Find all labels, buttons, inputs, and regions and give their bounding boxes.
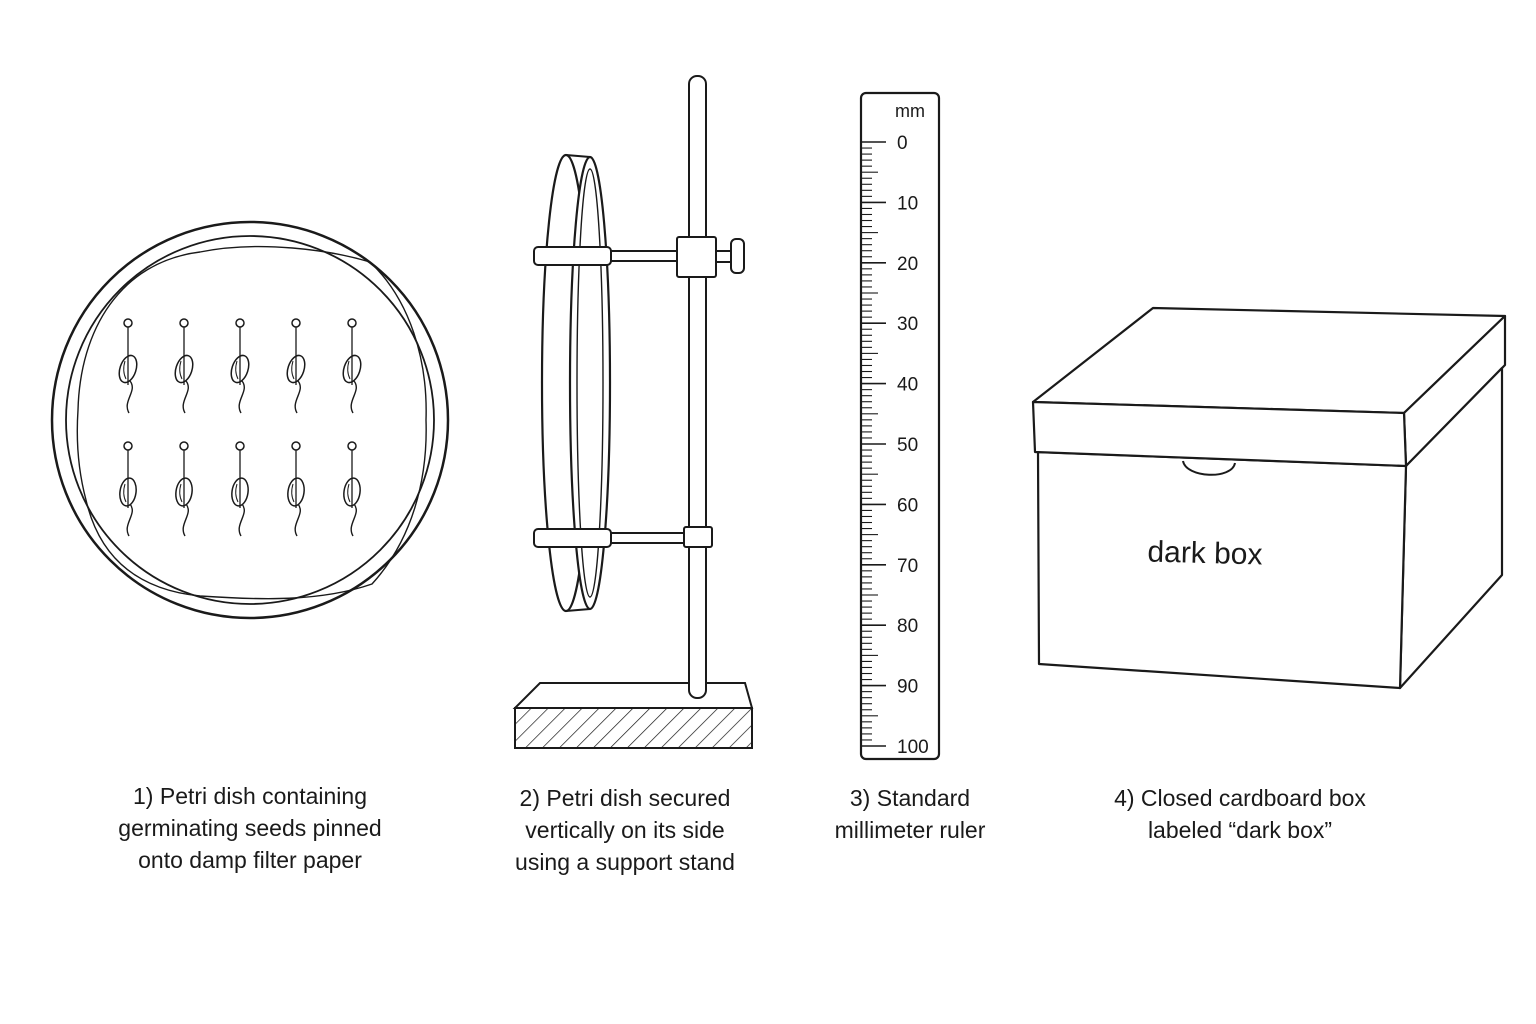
petri-dish-top-view xyxy=(50,220,450,620)
millimeter-ruler: mm 0 10 20 30 40 50 60 70 80 90 100 xyxy=(859,91,941,761)
germinating-seed xyxy=(342,318,362,414)
ruler-tick-label: 60 xyxy=(897,495,918,516)
seed-coat-line xyxy=(179,360,183,380)
ruler-tick-label: 10 xyxy=(897,193,918,214)
ruler-tick-label: 70 xyxy=(897,556,918,577)
petri-dish-inner-rim xyxy=(65,235,435,605)
seed-radicle xyxy=(238,503,245,537)
pin-head xyxy=(235,441,245,451)
caption-line: labeled “dark box” xyxy=(1147,817,1333,843)
pin-head xyxy=(179,318,189,328)
seed-coat-line xyxy=(347,483,351,503)
seed-radicle xyxy=(182,503,189,537)
seed-radicle xyxy=(238,380,245,414)
ruler-body xyxy=(859,91,941,761)
pin-head xyxy=(291,441,301,451)
ruler-tick-label: 50 xyxy=(897,435,918,456)
germinating-seed xyxy=(118,318,138,414)
caption-dark-box: 4) Closed cardboard box labeled “dark bo… xyxy=(1060,782,1420,846)
ruler-tick-label: 0 xyxy=(897,133,908,154)
lower-clamp xyxy=(533,526,713,548)
germinating-seed xyxy=(119,441,137,537)
seed-coat-line xyxy=(347,360,351,380)
pin-head xyxy=(123,441,133,451)
upper-clamp xyxy=(533,236,745,278)
seed-radicle xyxy=(294,503,301,537)
box-label-text: dark box xyxy=(1147,535,1263,571)
germinating-seed xyxy=(175,441,193,537)
pin-head xyxy=(123,318,133,328)
caption-line: onto damp filter paper xyxy=(138,847,362,873)
support-stand-assembly xyxy=(512,75,754,749)
seed-coat-line xyxy=(179,483,183,503)
caption-line: 2) Petri dish secured xyxy=(519,785,731,811)
seed-radicle xyxy=(294,380,301,414)
caption-petri-dish-seeds: 1) Petri dish containing germinating see… xyxy=(70,780,430,876)
germinating-seed xyxy=(174,318,194,414)
pin-head xyxy=(347,441,357,451)
caption-line: vertically on its side xyxy=(525,817,725,843)
seed-radicle xyxy=(126,503,133,537)
germinating-seed xyxy=(231,441,249,537)
stand-base xyxy=(512,682,754,749)
ruler-tick-labels: 0 10 20 30 40 50 60 70 80 90 100 xyxy=(897,133,929,758)
seed-coat-line xyxy=(291,360,295,380)
box-lid-front xyxy=(1031,400,1408,468)
caption-petri-dish-stand: 2) Petri dish secured vertically on its … xyxy=(445,782,805,878)
seed-radicle xyxy=(350,380,357,414)
seed-radicle xyxy=(350,503,357,537)
seed-radicle xyxy=(126,380,133,414)
seed-coat-line xyxy=(235,360,239,380)
germinating-seed xyxy=(343,441,361,537)
germinating-seed xyxy=(287,441,305,537)
ruler-tick-label: 80 xyxy=(897,616,918,637)
cardboard-box: dark box xyxy=(1031,306,1507,690)
pin-head xyxy=(347,318,357,328)
caption-ruler: 3) Standard millimeter ruler xyxy=(760,782,1060,846)
box-lid-notch xyxy=(1182,460,1236,476)
ruler-tick-label: 40 xyxy=(897,375,918,396)
caption-line: 4) Closed cardboard box xyxy=(1114,785,1366,811)
seed-coat-line xyxy=(123,360,127,380)
ruler-tick-label: 30 xyxy=(897,314,918,335)
ruler-unit-label: mm xyxy=(895,101,925,121)
seed-radicle xyxy=(182,380,189,414)
caption-line: germinating seeds pinned xyxy=(118,815,382,841)
seed-coat-line xyxy=(123,483,127,503)
seed-grid xyxy=(118,318,362,537)
caption-line: using a support stand xyxy=(515,849,735,875)
ruler-tick-label: 100 xyxy=(897,737,929,758)
caption-line: 1) Petri dish containing xyxy=(133,783,367,809)
seed-coat-line xyxy=(291,483,295,503)
pin-head xyxy=(235,318,245,328)
caption-line: 3) Standard xyxy=(849,785,971,811)
ruler-tick-label: 20 xyxy=(897,254,918,275)
ruler-tick-marks xyxy=(862,141,886,747)
pin-head xyxy=(291,318,301,328)
stand-rod xyxy=(688,75,707,699)
filter-paper xyxy=(76,245,427,600)
seed-coat-line xyxy=(235,483,239,503)
petri-dish-side-view xyxy=(540,153,612,613)
petri-dish-outer-rim xyxy=(50,220,450,620)
caption-line: millimeter ruler xyxy=(834,817,986,843)
pin-head xyxy=(179,441,189,451)
germinating-seed xyxy=(286,318,306,414)
germinating-seed xyxy=(230,318,250,414)
ruler-tick-label: 90 xyxy=(897,677,918,698)
